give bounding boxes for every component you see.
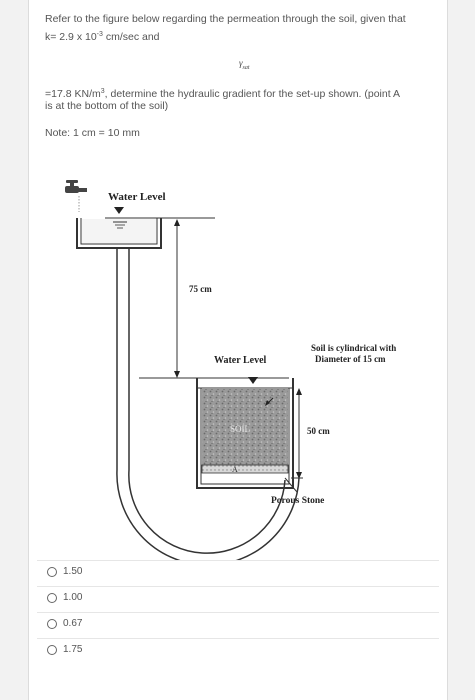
upper-reservoir <box>76 207 215 249</box>
label-soil-description-2: Diameter of 15 cm <box>315 354 386 364</box>
option-label: 0.67 <box>63 618 83 629</box>
water-level-marker-icon <box>248 377 258 384</box>
note-text: Note: 1 cm = 10 mm <box>45 127 140 139</box>
label-soil-description-1: Soil is cylindrical with <box>311 343 396 353</box>
unit-exponent: 3 <box>100 88 105 95</box>
k-unit: cm/sec and <box>102 31 160 43</box>
option-label: 1.00 <box>63 592 83 603</box>
connecting-tube <box>116 248 300 560</box>
radio-button-icon[interactable] <box>47 567 57 577</box>
dimension-75cm <box>174 219 180 378</box>
answer-option-1[interactable]: 1.50 <box>37 560 439 585</box>
answer-option-3[interactable]: 0.67 <box>37 612 439 637</box>
label-soil: SOIL <box>230 424 250 434</box>
permeameter-figure: Water Level 75 cm Soil is cylindrical wi… <box>65 180 396 560</box>
question-card: Refer to the figure below regarding the … <box>28 0 448 700</box>
soil-sample <box>202 389 288 465</box>
k-exponent: -3 <box>96 31 103 38</box>
answer-option-2[interactable]: 1.00 <box>37 586 439 611</box>
gamma-sat-symbol: γsat <box>239 58 250 71</box>
label-water-level-top: Water Level <box>108 191 166 203</box>
question-text-line-2: k= 2.9 x 10-3 cm/sec and <box>45 27 443 45</box>
question-text-line-1: Refer to the figure below regarding the … <box>45 13 406 25</box>
option-label: 1.75 <box>63 644 83 655</box>
radio-button-icon[interactable] <box>47 645 57 655</box>
question-text-line-3: =17.8 KN/m3, determine the hydraulic gra… <box>45 84 443 102</box>
radio-button-icon[interactable] <box>47 619 57 629</box>
option-label: 1.50 <box>63 566 83 577</box>
porous-stone-leader <box>284 477 298 493</box>
question-text-line-4: is at the bottom of the soil) <box>45 100 169 112</box>
label-water-level-bottom: Water Level <box>214 355 267 366</box>
label-porous-stone: Porous Stone <box>271 496 324 506</box>
question-instruction: , determine the hydraulic gradient for t… <box>104 88 400 100</box>
soil-container <box>196 377 294 489</box>
water-level-marker-icon <box>114 207 124 214</box>
dimension-50cm <box>291 388 303 479</box>
answer-option-4[interactable]: 1.75 <box>37 638 439 663</box>
k-value: k= 2.9 x 10 <box>45 31 97 43</box>
porous-stone <box>201 464 289 474</box>
label-point-a: A <box>232 465 238 474</box>
unit-weight-value: =17.8 KN/m <box>45 88 101 100</box>
faucet-icon <box>65 180 87 212</box>
label-75cm: 75 cm <box>189 284 212 294</box>
label-50cm: 50 cm <box>307 426 330 436</box>
radio-button-icon[interactable] <box>47 593 57 603</box>
